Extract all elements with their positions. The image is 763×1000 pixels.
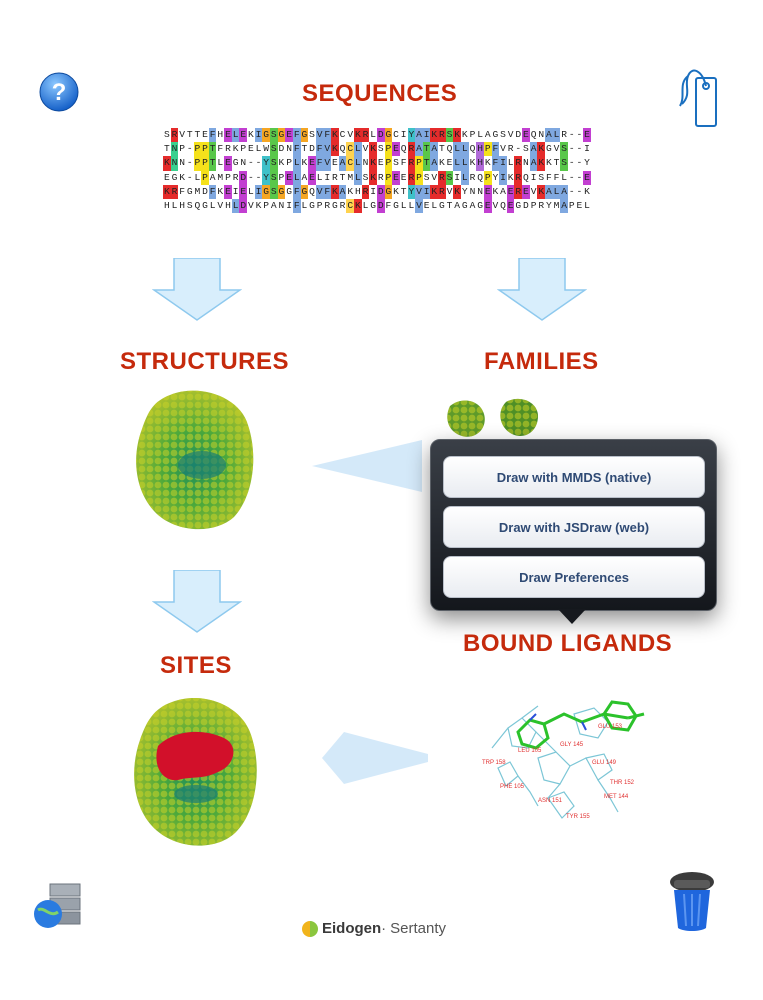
residue-label: PHE 105 <box>500 784 525 790</box>
family-structure-thumbnail[interactable] <box>498 396 542 440</box>
brand-suffix: Sertanty <box>390 920 447 937</box>
svg-text:?: ? <box>52 79 67 106</box>
down-arrow-icon <box>497 258 587 322</box>
residue-label: GLU 149 <box>592 760 617 766</box>
residue-label: GLY 145 <box>560 742 584 748</box>
trash-icon[interactable] <box>664 868 722 934</box>
brand-logo: Eidogen·Sertanty <box>302 920 446 937</box>
brand-name: Eidogen <box>322 920 382 937</box>
residue-label: LEU 105 <box>518 748 542 754</box>
residue-label: TYR 155 <box>566 814 590 820</box>
residue-label: GLU 153 <box>598 724 623 730</box>
left-arrow-icon <box>312 440 442 497</box>
sites-heading: SITES <box>160 652 232 679</box>
bookmark-tag-icon[interactable] <box>674 60 722 130</box>
draw-preferences-button[interactable]: Draw Preferences <box>443 556 705 598</box>
draw-with-jsdraw-button[interactable]: Draw with JSDraw (web) <box>443 506 705 548</box>
logo-mark-icon <box>302 920 318 937</box>
protein-structure-image[interactable] <box>130 385 260 535</box>
residue-label: TRP 158 <box>482 760 506 766</box>
family-structure-thumbnail[interactable] <box>444 398 488 440</box>
down-arrow-icon <box>152 258 242 322</box>
residue-label: THR 152 <box>610 780 635 786</box>
popover-pointer <box>558 609 586 624</box>
help-icon[interactable]: ? <box>37 70 81 114</box>
sequences-heading: SEQUENCES <box>302 80 458 107</box>
structures-heading: STRUCTURES <box>120 348 290 375</box>
draw-with-mmds-button[interactable]: Draw with MMDS (native) <box>443 456 705 498</box>
left-arrow-icon <box>322 728 432 793</box>
bound-ligands-heading: BOUND LIGANDS <box>463 630 673 657</box>
draw-options-popover: Draw with MMDS (native) Draw with JSDraw… <box>430 439 717 611</box>
down-arrow-icon <box>152 570 242 634</box>
residue-label: ASN 151 <box>538 798 563 804</box>
families-heading: FAMILIES <box>484 348 599 375</box>
residue-label: MET 144 <box>604 794 629 800</box>
binding-site-image[interactable] <box>128 694 264 852</box>
database-globe-icon[interactable] <box>30 880 86 932</box>
